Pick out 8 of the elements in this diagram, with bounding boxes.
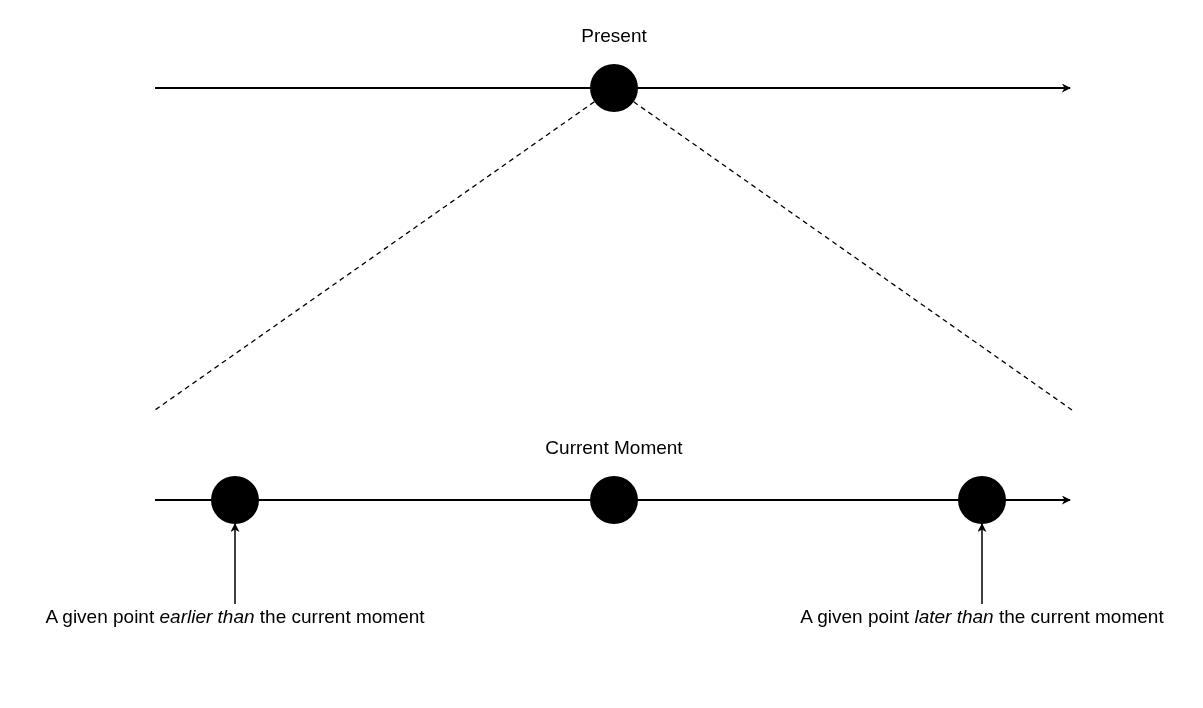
arrow	[977, 523, 987, 605]
point-label: Present	[580, 24, 648, 48]
annotation-text: A given point earlier than the current moment	[45, 605, 425, 629]
arrow	[230, 523, 240, 605]
dashed-line	[633, 101, 1073, 411]
annotation-text: A given point later than the current moment	[800, 605, 1164, 629]
point-label: Current Moment	[544, 436, 684, 460]
dashed-line	[154, 101, 595, 411]
